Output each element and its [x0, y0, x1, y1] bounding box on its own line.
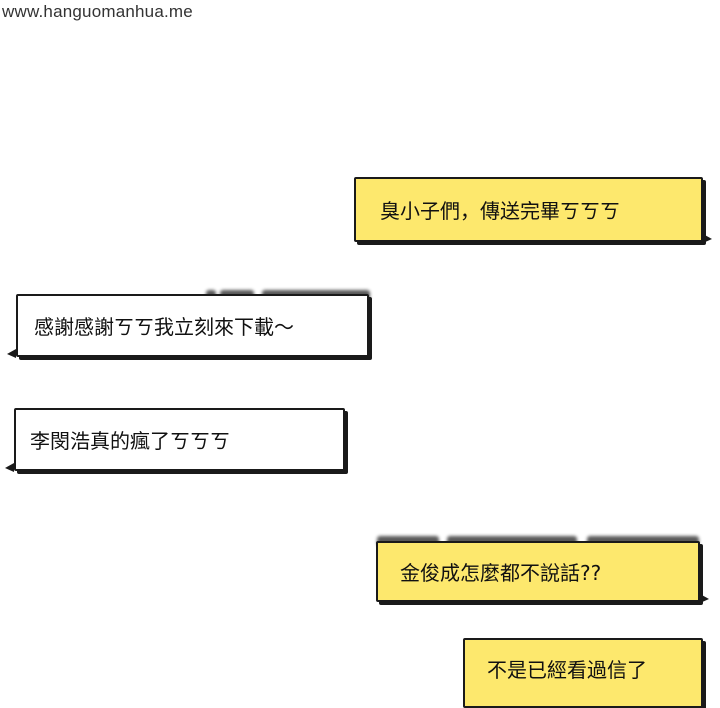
bubble-tail [700, 594, 709, 603]
bubble-tail [5, 463, 14, 472]
message-text: 不是已經看過信了 [487, 658, 647, 682]
chat-bubble-incoming: 李閔浩真的瘋了ㄎㄎㄎ [5, 408, 345, 472]
message-text: 臭小子們，傳送完畢ㄎㄎㄎ [380, 199, 620, 223]
chat-bubble-outgoing: 金俊成怎麼都不說話?? [376, 541, 709, 603]
message-text: 金俊成怎麼都不說話?? [400, 561, 602, 585]
chat-bubble-outgoing: 不是已經看過信了 [463, 638, 703, 708]
bubble-tail [7, 349, 16, 358]
chat-bubble-outgoing: 臭小子們，傳送完畢ㄎㄎㄎ [354, 177, 712, 243]
watermark-text: www.hanguomanhua.me [2, 2, 193, 21]
message-text: 感謝感謝ㄎㄎ我立刻來下載～ [34, 315, 294, 339]
message-text: 李閔浩真的瘋了ㄎㄎㄎ [30, 429, 230, 453]
bubble-tail [703, 234, 712, 243]
chat-bubble-incoming: 感謝感謝ㄎㄎ我立刻來下載～ [7, 294, 369, 358]
